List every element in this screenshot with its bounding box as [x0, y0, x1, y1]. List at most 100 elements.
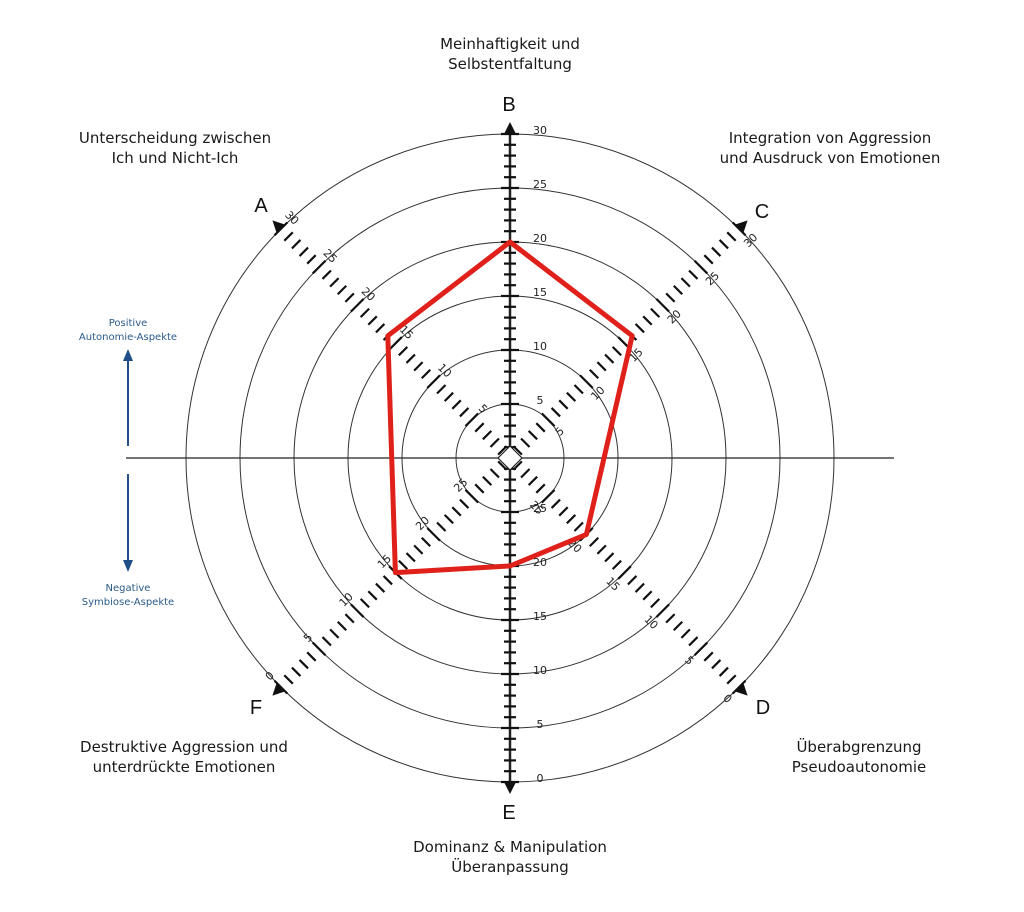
up-arrow-icon — [123, 349, 133, 446]
tick-mark — [634, 323, 645, 334]
tick-mark — [611, 346, 622, 357]
tick-label: 20 — [533, 232, 547, 245]
tick-mark — [436, 384, 447, 395]
category-b-line1: Meinhaftigkeit und — [440, 35, 580, 53]
axis-arrow-icon — [272, 682, 286, 696]
tick-mark — [459, 407, 470, 418]
tick-mark — [344, 292, 355, 303]
category-f-line2: unterdrückte Emotionen — [93, 758, 276, 776]
tick-label: 10 — [533, 664, 547, 677]
tick-mark — [512, 445, 523, 456]
axis-letter-e: E — [502, 802, 515, 824]
tick-label: 15 — [533, 610, 547, 623]
tick-mark — [443, 514, 454, 525]
center-marker — [497, 445, 523, 471]
tick-mark — [541, 412, 556, 427]
tick-mark — [520, 437, 531, 448]
tick-mark — [329, 628, 340, 639]
tick-label: 10 — [533, 340, 547, 353]
tick-labels: 5101520253051015202530510152025302520151… — [263, 124, 760, 785]
negative-label-line2: Symbiose-Aspekte — [82, 597, 174, 608]
tick-mark — [311, 641, 327, 657]
tick-mark — [703, 651, 714, 662]
tick-mark — [579, 374, 594, 389]
tick-mark — [672, 620, 684, 632]
axis-arrow-icon — [504, 122, 516, 134]
tick-mark — [420, 368, 432, 380]
tick-mark — [311, 259, 327, 275]
tick-mark — [693, 259, 709, 275]
tick-mark — [482, 430, 493, 441]
axis-arrow-icon — [504, 782, 516, 794]
tick-mark — [617, 565, 632, 580]
tick-mark — [604, 552, 615, 563]
tick-mark — [298, 659, 309, 670]
tick-mark — [405, 353, 416, 364]
axis-arrow-icon — [734, 220, 748, 234]
tick-mark — [497, 460, 508, 471]
down-arrow-icon — [123, 474, 133, 572]
tick-mark — [405, 552, 416, 563]
tick-mark — [388, 336, 403, 351]
tick-mark — [541, 489, 556, 504]
tick-mark — [306, 651, 317, 662]
tick-mark — [350, 603, 365, 618]
tick-label: 0 — [720, 692, 734, 706]
tick-mark — [474, 483, 485, 494]
tick-mark — [718, 239, 729, 250]
axis-f — [272, 460, 508, 696]
positive-label-line1: Positive — [109, 318, 148, 329]
tick-mark — [688, 636, 699, 647]
category-d-line2: Pseudoautonomie — [792, 758, 926, 776]
tick-mark — [642, 590, 653, 601]
tick-mark — [688, 269, 699, 280]
tick-mark — [726, 231, 737, 242]
tick-mark — [420, 536, 432, 548]
tick-mark — [367, 315, 378, 326]
tick-mark — [489, 468, 500, 479]
tick-mark — [321, 269, 332, 280]
axis-a — [272, 220, 508, 456]
tick-mark — [535, 422, 546, 433]
tick-mark — [588, 536, 600, 548]
tick-mark — [550, 498, 561, 509]
tick-mark — [650, 598, 661, 609]
tick-mark — [367, 590, 378, 601]
profile-line — [385, 239, 635, 576]
axis-d — [512, 460, 748, 696]
tick-mark — [527, 475, 538, 486]
category-c-line1: Integration von Aggression — [729, 129, 932, 147]
axes — [272, 122, 748, 794]
tick-label: 5 — [682, 654, 696, 668]
tick-mark — [573, 521, 584, 532]
tick-mark — [527, 430, 538, 441]
tick-mark — [350, 298, 365, 313]
tick-mark — [382, 575, 393, 586]
tick-mark — [680, 628, 691, 639]
axis-letter-f: F — [250, 697, 262, 719]
category-a-line2: Ich und Nicht-Ich — [112, 149, 239, 167]
tick-label: 25 — [533, 502, 547, 515]
tick-mark — [336, 284, 348, 296]
tick-mark — [520, 468, 531, 479]
axis-letter-d: D — [756, 697, 770, 719]
tick-mark — [283, 231, 294, 242]
tick-mark — [298, 246, 309, 257]
tick-mark — [375, 582, 386, 593]
tick-mark — [703, 254, 714, 265]
tick-mark — [443, 391, 454, 402]
tick-mark — [550, 407, 561, 418]
tick-mark — [655, 603, 670, 618]
tick-mark — [588, 368, 600, 380]
tick-mark — [693, 641, 709, 657]
tick-mark — [336, 620, 348, 632]
tick-mark — [291, 666, 302, 677]
tick-mark — [604, 353, 615, 364]
tick-mark — [359, 598, 370, 609]
tick-mark — [464, 412, 479, 427]
tick-mark — [596, 361, 607, 372]
tick-label: 30 — [533, 124, 547, 137]
tick-mark — [566, 514, 577, 525]
tick-mark — [464, 489, 479, 504]
